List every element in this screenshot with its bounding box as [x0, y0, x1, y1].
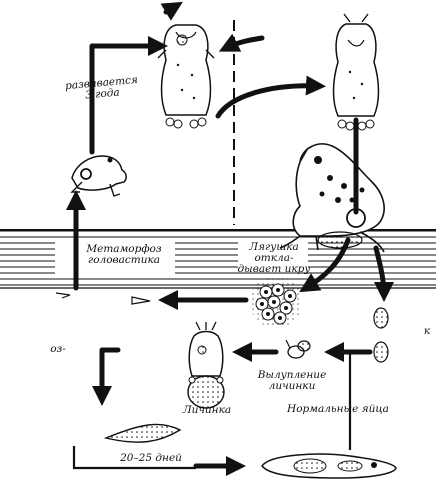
arrow-froglet-up: [89, 36, 168, 155]
adult-frog-right-figure: [332, 13, 380, 131]
embryo-figure: [261, 453, 397, 479]
froglet-figure: [70, 155, 127, 197]
arrow-top-curve-right: [215, 75, 326, 119]
label-larva: Личинка: [182, 404, 232, 416]
egg-mass-figure: [250, 276, 302, 328]
larva-figure: [187, 321, 225, 409]
elongated-egg-figure: [103, 423, 182, 443]
label-stray-right: к: [423, 325, 431, 337]
label-days: 20–25 дней: [120, 452, 182, 464]
label-hatching: Вылупление личинки: [257, 369, 327, 392]
label-normal-eggs: Нормальные яйца: [287, 403, 389, 415]
arrow-spawn-to-eggmass: [299, 237, 351, 293]
hatchlings-figure: [285, 339, 311, 359]
arrow-return-to-frog: [218, 33, 265, 52]
arrow-spawn-to-eggs: [373, 245, 394, 302]
label-frog-spawns: Лягушка откла- дывает икру: [237, 241, 311, 275]
spawning-frog-figure: [279, 143, 385, 253]
single-eggs-figure: [373, 307, 389, 363]
label-stray-left: оз-: [50, 343, 66, 355]
adult-frog-left-figure: [157, 24, 215, 129]
arrow-larva-to-down: [92, 347, 121, 406]
small-tadpole-figure: [55, 292, 151, 305]
arrow-top-left-out: [160, 1, 183, 21]
label-metamorphosis: Метаморфоз головастика: [86, 243, 162, 266]
arrow-days-line: [72, 446, 196, 470]
